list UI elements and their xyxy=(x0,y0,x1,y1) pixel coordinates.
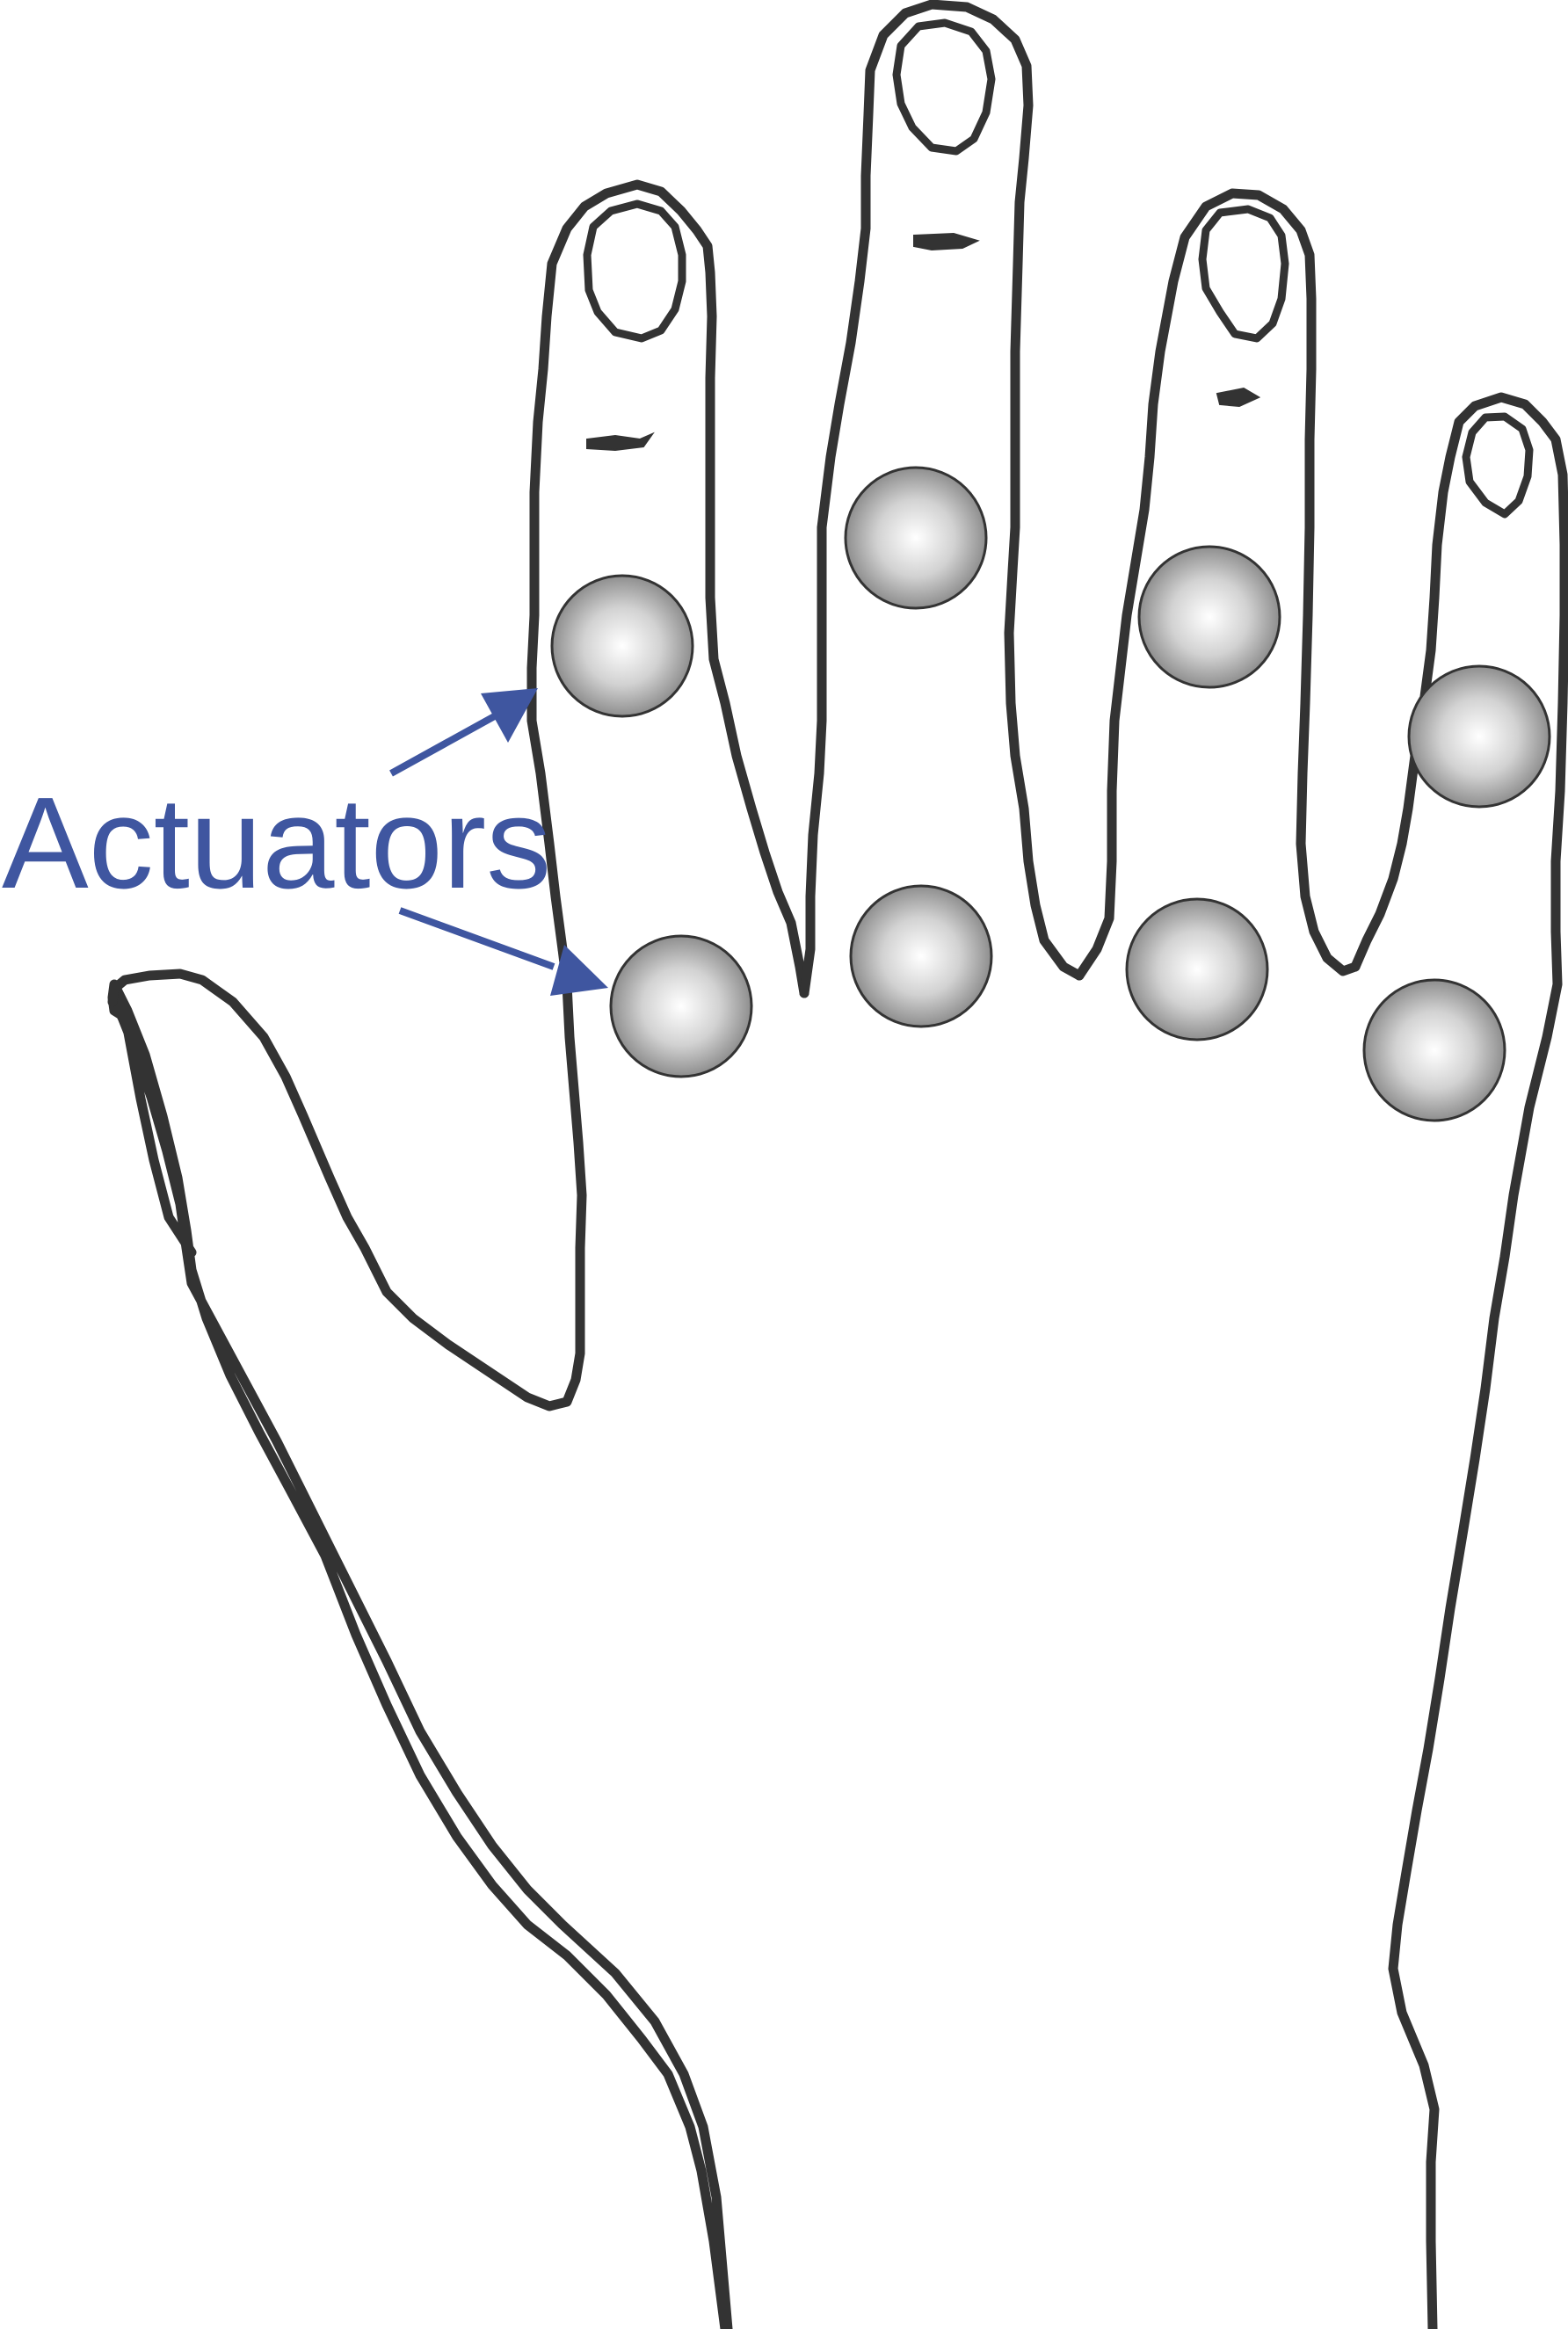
actuators-label: Actuators xyxy=(2,771,551,916)
middle-crease xyxy=(913,232,980,251)
actuator-index-upper xyxy=(550,574,694,718)
thumb-contour xyxy=(107,944,587,1411)
ring-crease xyxy=(1216,387,1261,408)
hand-outline xyxy=(107,0,1568,2329)
actuator-index-base xyxy=(609,934,753,1078)
actuator-little-base xyxy=(1362,978,1506,1122)
ring-finger-contour xyxy=(1074,188,1361,981)
pointer-arrow-lower-line xyxy=(398,907,555,970)
index-nail xyxy=(583,200,686,343)
actuators-group xyxy=(550,466,1551,1122)
pointer-arrow-lower-head xyxy=(550,945,608,996)
actuator-middle-base xyxy=(849,884,993,1028)
ring-nail xyxy=(1198,205,1289,343)
little-nail xyxy=(1462,412,1534,519)
index-finger-contour xyxy=(526,179,809,998)
actuator-middle-upper xyxy=(844,466,988,610)
label-group: Actuators xyxy=(2,688,608,996)
little-finger-contour xyxy=(1350,392,1568,2329)
actuator-little-upper xyxy=(1407,664,1551,809)
hand-contour xyxy=(107,979,733,2329)
actuator-ring-upper xyxy=(1137,545,1281,689)
pointer-arrow-upper-head xyxy=(481,688,538,743)
middle-nail xyxy=(892,18,996,156)
middle-finger-contour xyxy=(799,0,1085,998)
index-crease xyxy=(586,432,655,452)
actuator-ring-base xyxy=(1125,897,1269,1041)
pointer-arrow-upper-line xyxy=(389,710,501,777)
